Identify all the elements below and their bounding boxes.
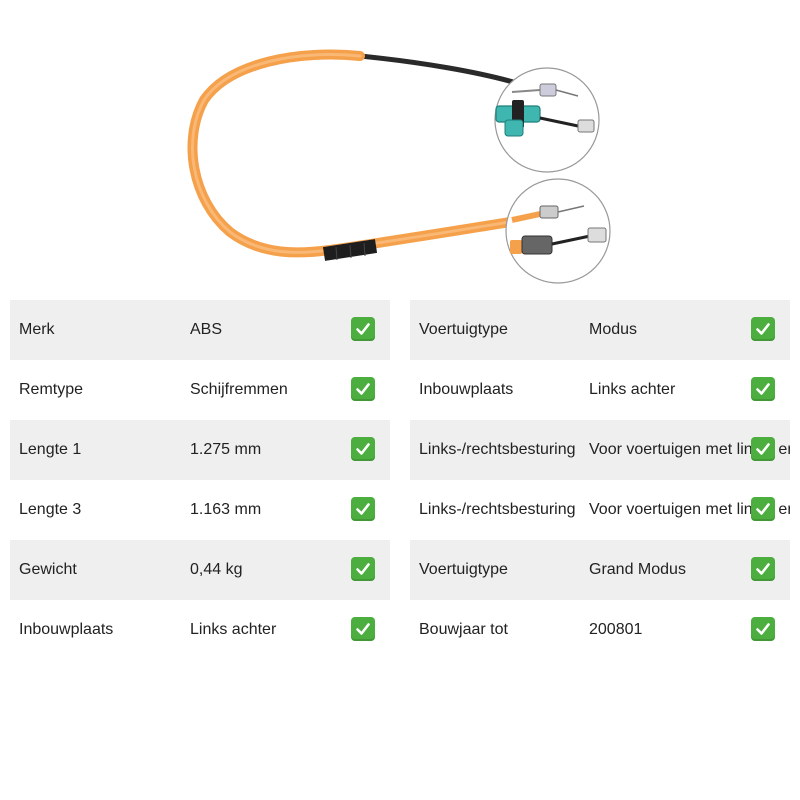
- spec-label: Remtype: [19, 381, 84, 398]
- spec-value: 200801: [589, 621, 643, 638]
- spec-value: 1.275 mm: [190, 441, 262, 458]
- check-mark-icon: [751, 437, 775, 461]
- spec-row-voertuigtype-2: Voertuigtype Grand Modus: [410, 540, 790, 600]
- check-mark-icon: [751, 497, 775, 521]
- detail-circle-upper: [494, 67, 600, 173]
- spec-label: Lengte 1: [19, 441, 82, 458]
- spec-value: Schijfremmen: [190, 381, 288, 398]
- spec-row-remtype: Remtype Schijfremmen: [10, 360, 390, 420]
- spec-value: Voor voertuigen met links- en rechtsbest…: [589, 501, 790, 518]
- detail-circle-lower: [505, 178, 611, 284]
- spec-value: 0,44 kg: [190, 561, 243, 578]
- spec-label: Links-/rechtsbesturing: [419, 501, 576, 518]
- check-mark-icon: [751, 317, 775, 341]
- check-mark-icon: [751, 617, 775, 641]
- spec-row-gewicht: Gewicht 0,44 kg: [10, 540, 390, 600]
- spec-label: Links-/rechtsbesturing: [419, 441, 576, 458]
- spec-label: Voertuigtype: [419, 321, 508, 338]
- product-image: [187, 49, 611, 284]
- spec-row-inbouwplaats: Inbouwplaats Links achter: [10, 600, 390, 660]
- spec-label: Lengte 3: [19, 501, 82, 518]
- check-mark-icon: [351, 497, 375, 521]
- spec-value: Voor voertuigen met links- en rechtsbest…: [589, 441, 790, 458]
- spec-row-voertuigtype: Voertuigtype Modus: [410, 300, 790, 360]
- check-mark-icon: [751, 557, 775, 581]
- check-mark-icon: [751, 377, 775, 401]
- spec-label: Gewicht: [19, 561, 77, 578]
- check-mark-icon: [351, 437, 375, 461]
- spec-row-bouwjaar-tot: Bouwjaar tot 200801: [410, 600, 790, 660]
- spec-row-besturing-1: Links-/rechtsbesturing Voor voertuigen m…: [410, 420, 790, 480]
- spec-value: Links achter: [589, 381, 676, 398]
- check-mark-icon: [351, 617, 375, 641]
- spec-label: Inbouwplaats: [19, 621, 114, 638]
- spec-label: Bouwjaar tot: [419, 621, 508, 638]
- spec-value: Grand Modus: [589, 561, 686, 578]
- spec-value: Links achter: [190, 621, 277, 638]
- spec-label: Merk: [19, 321, 55, 338]
- spec-table-left: Merk ABS Remtype Schijfremmen Lengte 1 1…: [10, 300, 390, 660]
- spec-label: Inbouwplaats: [419, 381, 514, 398]
- check-mark-icon: [351, 377, 375, 401]
- spec-table-right: Voertuigtype Modus Inbouwplaats Links ac…: [410, 300, 790, 660]
- spec-value: Modus: [589, 321, 638, 338]
- spec-row-inbouwplaats: Inbouwplaats Links achter: [410, 360, 790, 420]
- spec-value: ABS: [190, 321, 223, 338]
- spec-row-lengte-3: Lengte 3 1.163 mm: [10, 480, 390, 540]
- spec-label: Voertuigtype: [419, 561, 508, 578]
- check-mark-icon: [351, 557, 375, 581]
- spec-value: 1.163 mm: [190, 501, 262, 518]
- spec-row-lengte-1: Lengte 1 1.275 mm: [10, 420, 390, 480]
- check-mark-icon: [351, 317, 375, 341]
- spec-row-besturing-2: Links-/rechtsbesturing Voor voertuigen m…: [410, 480, 790, 540]
- spec-row-merk: Merk ABS: [10, 300, 390, 360]
